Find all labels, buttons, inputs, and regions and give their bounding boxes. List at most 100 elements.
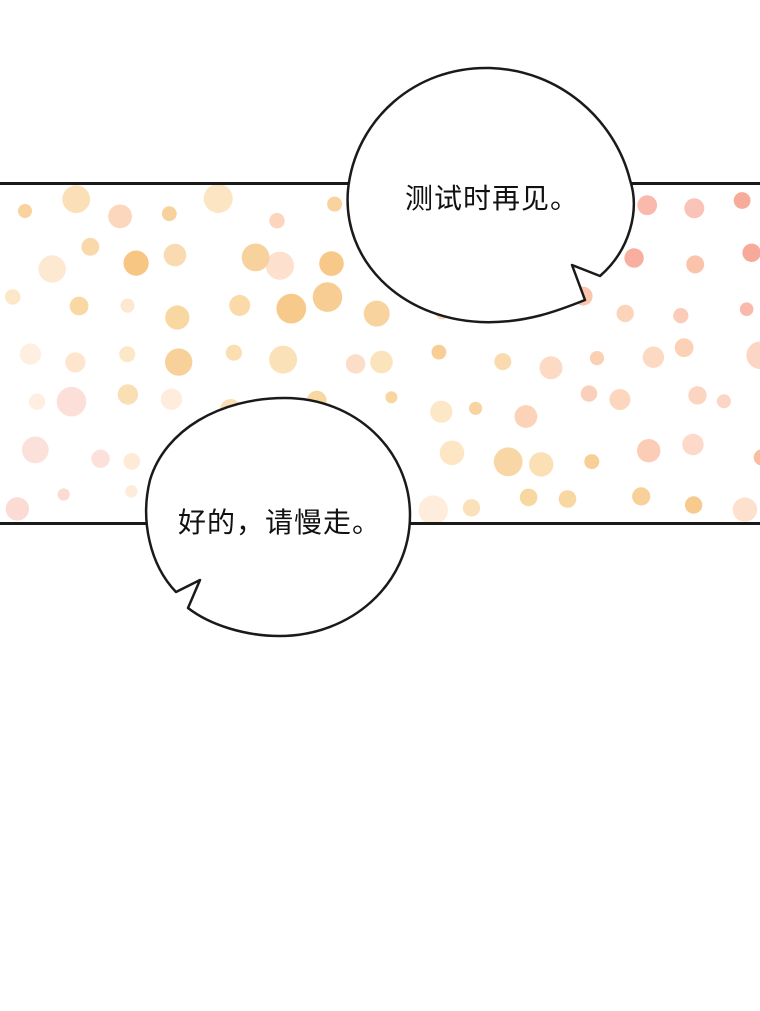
decorative-dot bbox=[624, 248, 644, 268]
decorative-dot bbox=[241, 243, 270, 272]
decorative-dot bbox=[362, 201, 381, 220]
decorative-dot bbox=[485, 239, 503, 256]
decorative-dot bbox=[418, 495, 448, 522]
decorative-dot bbox=[370, 350, 393, 374]
decorative-dot bbox=[609, 389, 631, 410]
decorative-dot bbox=[56, 386, 87, 417]
decorative-dot bbox=[266, 440, 293, 467]
decorative-dot bbox=[21, 436, 49, 464]
decorative-dot bbox=[325, 432, 346, 453]
decorative-dot bbox=[684, 198, 705, 219]
decorative-dot bbox=[673, 308, 689, 324]
decorative-dot bbox=[28, 393, 46, 410]
decorative-dot bbox=[57, 488, 70, 501]
decorative-dot bbox=[81, 237, 100, 256]
decorative-dot bbox=[181, 456, 196, 471]
decorative-dot bbox=[62, 185, 91, 214]
decorative-dot bbox=[69, 296, 89, 316]
decorative-dot bbox=[38, 255, 66, 283]
polka-dot-pattern bbox=[5, 185, 760, 522]
decorative-dot bbox=[430, 400, 453, 423]
decorative-dot bbox=[163, 243, 187, 267]
decorative-dot bbox=[739, 302, 754, 316]
decorative-dot bbox=[119, 346, 136, 363]
decorative-dot bbox=[732, 497, 758, 522]
decorative-dot bbox=[514, 299, 532, 317]
decorative-dot bbox=[123, 250, 149, 276]
decorative-dot bbox=[415, 245, 443, 273]
decorative-dot bbox=[733, 192, 751, 209]
decorative-dot bbox=[674, 338, 694, 358]
decorative-dot bbox=[160, 388, 183, 410]
decorative-dot bbox=[269, 213, 285, 229]
decorative-dot bbox=[573, 234, 597, 258]
decorative-dot bbox=[469, 401, 483, 415]
decorative-dot bbox=[319, 251, 344, 276]
decorative-dot bbox=[385, 391, 398, 404]
decorative-dot bbox=[753, 449, 760, 466]
decorative-dot bbox=[269, 345, 298, 374]
decorative-dot bbox=[165, 348, 193, 376]
decorative-dot bbox=[494, 353, 512, 371]
decorative-dot bbox=[19, 343, 41, 365]
decorative-dot bbox=[529, 452, 554, 477]
speech-bubble-1-text: 测试时再见。 bbox=[405, 182, 580, 215]
decorative-dot bbox=[203, 185, 233, 213]
decorative-dot bbox=[265, 251, 294, 280]
decorative-dot bbox=[345, 354, 366, 374]
decorative-dot bbox=[276, 293, 307, 324]
decorative-dot bbox=[531, 243, 549, 261]
decorative-dot bbox=[220, 449, 245, 474]
decorative-dot bbox=[225, 344, 242, 361]
decorative-dot bbox=[580, 385, 598, 402]
decorative-dot bbox=[5, 497, 30, 521]
decorative-dot bbox=[267, 480, 290, 504]
decorative-dot bbox=[684, 496, 703, 514]
decorative-dot bbox=[272, 398, 285, 411]
decorative-dot bbox=[558, 490, 577, 508]
decorative-dot bbox=[368, 444, 389, 465]
decorative-dot bbox=[377, 259, 392, 275]
decorative-dot bbox=[65, 352, 86, 373]
decorative-dot bbox=[229, 294, 251, 316]
decorative-dot bbox=[125, 485, 138, 498]
decorative-dot bbox=[682, 433, 704, 456]
decorative-dot bbox=[746, 341, 760, 370]
dotted-background-panel bbox=[0, 182, 760, 525]
decorative-dot bbox=[488, 304, 504, 319]
decorative-dot bbox=[573, 286, 593, 306]
decorative-dot bbox=[431, 344, 447, 360]
decorative-dot bbox=[686, 255, 705, 274]
decorative-dot bbox=[312, 282, 343, 312]
decorative-dot bbox=[519, 488, 538, 507]
decorative-dot bbox=[589, 351, 605, 366]
decorative-dot bbox=[439, 440, 465, 466]
decorative-dot bbox=[637, 439, 661, 463]
decorative-dot bbox=[363, 300, 390, 327]
decorative-dot bbox=[637, 195, 658, 216]
decorative-dot bbox=[642, 346, 665, 368]
decorative-dot bbox=[435, 306, 449, 320]
decorative-dot bbox=[514, 405, 538, 428]
decorative-dot bbox=[108, 204, 132, 229]
decorative-dot bbox=[539, 356, 563, 380]
decorative-dot bbox=[5, 289, 21, 305]
decorative-dot bbox=[493, 447, 523, 477]
decorative-dot bbox=[186, 485, 199, 498]
decorative-dot bbox=[91, 449, 110, 468]
decorative-dot bbox=[462, 499, 481, 517]
decorative-dot bbox=[327, 196, 343, 212]
decorative-dot bbox=[123, 453, 141, 470]
decorative-dot bbox=[584, 454, 600, 470]
decorative-dot bbox=[632, 487, 651, 506]
decorative-dot bbox=[616, 304, 634, 323]
decorative-dot bbox=[120, 298, 135, 313]
decorative-dot bbox=[117, 384, 139, 405]
speech-bubble-2-text: 好的，请慢走。 bbox=[178, 506, 382, 539]
decorative-dot bbox=[161, 206, 177, 222]
decorative-dot bbox=[165, 305, 190, 330]
decorative-dot bbox=[716, 394, 731, 409]
decorative-dot bbox=[306, 390, 327, 411]
decorative-dot bbox=[220, 399, 242, 420]
decorative-dot bbox=[18, 204, 32, 218]
